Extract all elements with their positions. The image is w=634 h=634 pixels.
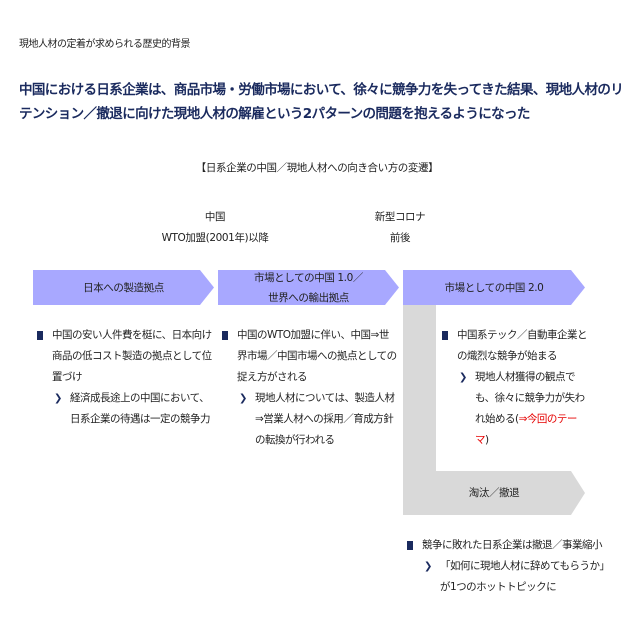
phase-arrow-manufacturing-label: 日本への製造拠点 — [83, 281, 164, 294]
phase-3-sub-bullet: ❯ 現地人材獲得の観点でも、徐々に競争力が失われ始める(⇒今回のテーマ) — [440, 367, 590, 451]
phase-3-bullet: 中国系テック／自動車企業との熾烈な競争が始まる — [440, 325, 590, 367]
phase-4-details: 競争に敗れた日系企業は撤退／事業縮小 ❯ 「如何に現地人材に辞めてもらうか」が1… — [405, 535, 605, 598]
phase-arrow-market-2-label: 市場としての中国 2.0 — [444, 281, 544, 294]
phase-1-sub-text: 経済成長途上の中国において、日系企業の待遇は一定の競争力 — [70, 392, 211, 425]
phase-1-details: 中国の安い人件費を梃に、日本向け商品の低コスト製造の拠点として位置づけ ❯ 経済… — [35, 325, 213, 430]
phase-arrow-market-1-line2: 世界への輸出拠点 — [268, 291, 349, 304]
era-label-wto: 中国 WTO加盟(2001年)以降 — [140, 207, 290, 249]
phase-arrow-market-1: 市場としての中国 1.0／ 世界への輸出拠点 — [218, 270, 399, 305]
phase-4-sub-bullet: ❯ 「如何に現地人材に辞めてもらうか」が1つのホットトピックに — [405, 556, 605, 598]
chevron-right-icon: ❯ — [54, 393, 62, 404]
grey-connector-bar — [403, 305, 436, 471]
era-label-covid: 新型コロナ 前後 — [350, 207, 450, 249]
phase-2-bullet: 中国のWTO加盟に伴い、中国⇒世界市場／中国市場への拠点としての捉え方がされる — [220, 325, 398, 388]
era-label-wto-line1: 中国 — [204, 211, 226, 223]
phase-3-sub-suffix: ) — [485, 434, 489, 446]
chevron-right-icon: ❯ — [424, 561, 432, 572]
chevron-right-icon: ❯ — [239, 393, 247, 404]
era-label-covid-line1: 新型コロナ — [374, 211, 426, 223]
phase-1-sub-bullet: ❯ 経済成長途上の中国において、日系企業の待遇は一定の競争力 — [35, 388, 213, 430]
phase-3-details: 中国系テック／自動車企業との熾烈な競争が始まる ❯ 現地人材獲得の観点でも、徐々… — [440, 325, 590, 451]
phase-2-sub-text: 現地人材については、製造人材⇒営業人材への採用／育成方針の転換が行われる — [255, 392, 395, 446]
phase-2-sub-bullet: ❯ 現地人材については、製造人材⇒営業人材への採用／育成方針の転換が行われる — [220, 388, 398, 451]
phase-4-bullet: 競争に敗れた日系企業は撤退／事業縮小 — [405, 535, 605, 556]
phase-arrow-manufacturing: 日本への製造拠点 — [33, 270, 214, 305]
phase-2-details: 中国のWTO加盟に伴い、中国⇒世界市場／中国市場への拠点としての捉え方がされる … — [220, 325, 398, 451]
era-label-wto-line2: WTO加盟(2001年)以降 — [161, 232, 269, 244]
phase-1-bullet: 中国の安い人件費を梃に、日本向け商品の低コスト製造の拠点として位置づけ — [35, 325, 213, 388]
page-subtitle: 現地人材の定着が求められる歴史的背景 — [19, 39, 191, 50]
phase-arrow-exit: 淘汰／撤退 — [403, 471, 585, 515]
phase-3-sub-text: 現地人材獲得の観点でも、徐々に競争力が失われ始める( — [475, 371, 585, 425]
era-label-covid-line2: 前後 — [389, 232, 411, 244]
phase-4-sub-text: 「如何に現地人材に辞めてもらうか」が1つのホットトピックに — [440, 560, 605, 593]
phase-arrow-market-2: 市場としての中国 2.0 — [403, 270, 585, 305]
phase-arrow-market-1-line1: 市場としての中国 1.0／ — [253, 271, 364, 284]
diagram-title: 【日系企業の中国／現地人材への向き合い方の変遷】 — [195, 162, 439, 174]
phase-arrow-exit-label: 淘汰／撤退 — [468, 487, 520, 499]
chevron-right-icon: ❯ — [459, 372, 467, 383]
current-theme-highlight: ⇒今回のテーマ — [475, 413, 577, 446]
page-headline: 中国における日系企業は、商品市場・労働市場において、徐々に競争力を失ってきた結果… — [19, 82, 624, 122]
